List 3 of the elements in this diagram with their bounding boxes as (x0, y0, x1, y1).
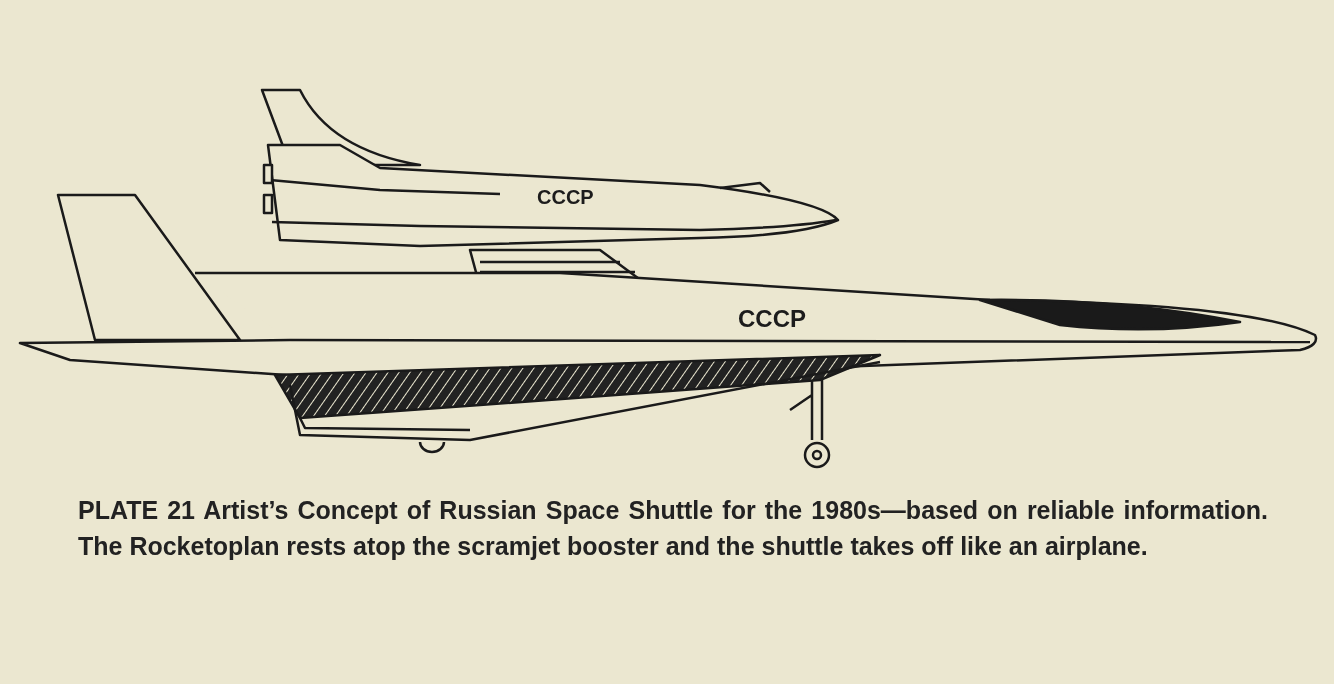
fuselage-marking: CCCP (738, 305, 806, 333)
fuselage-marking: CCCP (537, 186, 594, 209)
figure-caption: PLATE 21 Artist’s Concept of Russian Space Shuttle for the 1980s—based on reliable information. The Rocketoplan rests atop the scramjet booster and the shuttle takes off like an airplane. (78, 495, 1268, 562)
